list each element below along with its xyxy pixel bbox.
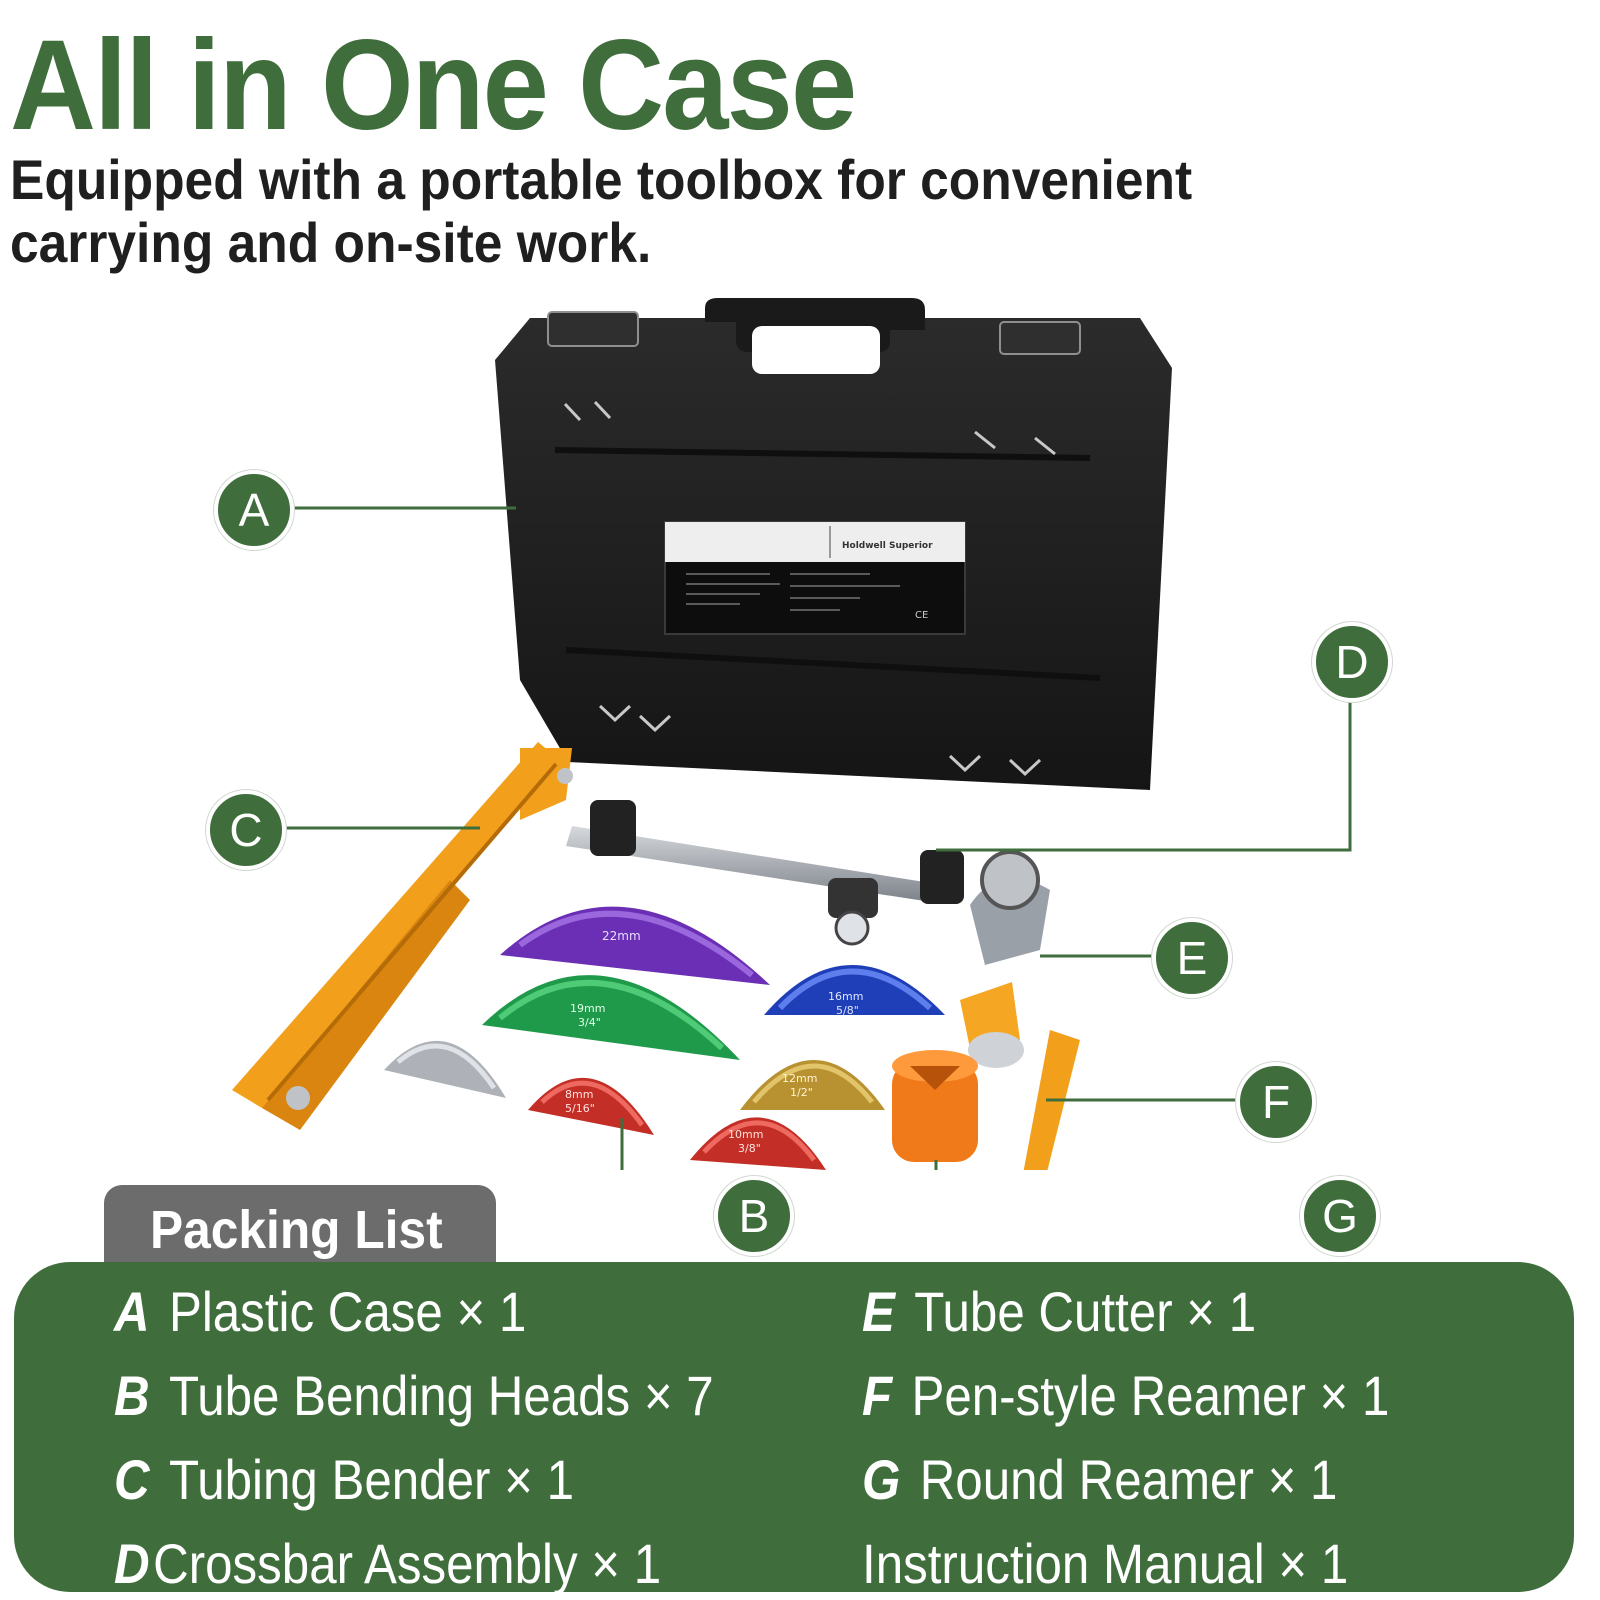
packing-item-label: Crossbar Assembly × 1 <box>153 1532 662 1595</box>
packing-item-label: Plastic Case × 1 <box>168 1280 527 1343</box>
packing-item-letter: B <box>114 1364 150 1427</box>
headline: All in One Case <box>10 14 857 157</box>
packing-item-letter: C <box>114 1448 150 1511</box>
bending-head-16mm: 16mm 5/8" <box>764 965 945 1017</box>
bending-head-silver <box>384 1040 506 1098</box>
tube-cutter <box>960 850 1050 1068</box>
packing-item-f: F Pen-style Reamer × 1 <box>862 1364 1389 1428</box>
packing-item-manual: Instruction Manual × 1 <box>862 1532 1348 1596</box>
case-label-ce-mark: CE <box>915 610 928 621</box>
subtitle: Equipped with a portable toolbox for con… <box>10 148 1192 274</box>
packing-item-g: G Round Reamer × 1 <box>862 1448 1337 1512</box>
bending-head-22mm: 22mm <box>500 906 770 985</box>
packing-list-panel: A Plastic Case × 1 B Tube Bending Heads × … <box>14 1262 1574 1595</box>
bending-head-16mm-inch: 5/8" <box>836 1004 859 1017</box>
callout-c: C <box>206 790 286 870</box>
packing-item-label: Tubing Bender × 1 <box>168 1448 574 1511</box>
packing-item-label: Pen-style Reamer × 1 <box>911 1364 1390 1427</box>
bending-head-8mm-mm: 8mm <box>565 1088 593 1101</box>
packing-item-c: C Tubing Bender × 1 <box>114 1448 574 1512</box>
bending-head-22mm-label: 22mm <box>602 929 641 943</box>
bending-heads: 22mm 19mm 3/4" 16mm 5/8" 12mm 1/2" 10mm … <box>384 906 945 1170</box>
callout-lines <box>280 506 1352 1170</box>
bending-head-8mm: 8mm 5/16" <box>528 1077 654 1135</box>
packing-item-label: Round Reamer × 1 <box>919 1448 1338 1511</box>
packing-list-tab: Packing List <box>104 1185 496 1277</box>
subtitle-line-1: Equipped with a portable toolbox for con… <box>10 148 1193 211</box>
packing-item-letter: D <box>114 1532 150 1595</box>
subtitle-line-2: carrying and on-site work. <box>10 211 652 274</box>
bending-head-12mm: 12mm 1/2" <box>740 1060 885 1110</box>
packing-item-label: Tube Cutter × 1 <box>914 1280 1257 1343</box>
bending-head-8mm-inch: 5/16" <box>565 1102 595 1115</box>
callout-a: A <box>214 470 294 550</box>
bending-head-10mm-mm: 10mm <box>728 1128 763 1141</box>
callout-g: G <box>1300 1176 1380 1256</box>
callout-d: D <box>1312 622 1392 702</box>
tubing-bender <box>232 742 573 1130</box>
packing-item-e: E Tube Cutter × 1 <box>862 1280 1256 1344</box>
plastic-case: Holdwell Superior CE <box>495 298 1172 790</box>
callout-e: E <box>1152 918 1232 998</box>
packing-item-letter: F <box>862 1364 893 1427</box>
packing-item-letter: A <box>114 1280 150 1343</box>
bending-head-12mm-inch: 1/2" <box>790 1086 813 1099</box>
crossbar-assembly <box>566 800 964 946</box>
bending-head-19mm-inch: 3/4" <box>578 1016 601 1029</box>
packing-item-d: DCrossbar Assembly × 1 <box>114 1532 661 1596</box>
packing-item-letter: G <box>862 1448 901 1511</box>
packing-item-label: Tube Bending Heads × 7 <box>168 1364 714 1427</box>
packing-list-title: Packing List <box>150 1200 443 1260</box>
packing-item-a: A Plastic Case × 1 <box>114 1280 526 1344</box>
product-photo: Holdwell Superior CE 22mm <box>232 298 1352 1170</box>
callout-b: B <box>714 1176 794 1256</box>
round-reamer <box>892 1050 978 1162</box>
packing-item-label: Instruction Manual × 1 <box>862 1532 1349 1595</box>
bending-head-10mm: 10mm 3/8" <box>690 1117 826 1170</box>
packing-item-letter: E <box>862 1280 895 1343</box>
bending-head-10mm-inch: 3/8" <box>738 1142 761 1155</box>
bending-head-16mm-mm: 16mm <box>828 990 863 1003</box>
bending-head-12mm-mm: 12mm <box>782 1072 817 1085</box>
packing-item-b: B Tube Bending Heads × 7 <box>114 1364 714 1428</box>
callout-f: F <box>1236 1062 1316 1142</box>
bending-head-19mm: 19mm 3/4" <box>482 975 740 1060</box>
case-label-brand: Holdwell Superior <box>842 541 933 551</box>
bending-head-19mm-mm: 19mm <box>570 1002 605 1015</box>
